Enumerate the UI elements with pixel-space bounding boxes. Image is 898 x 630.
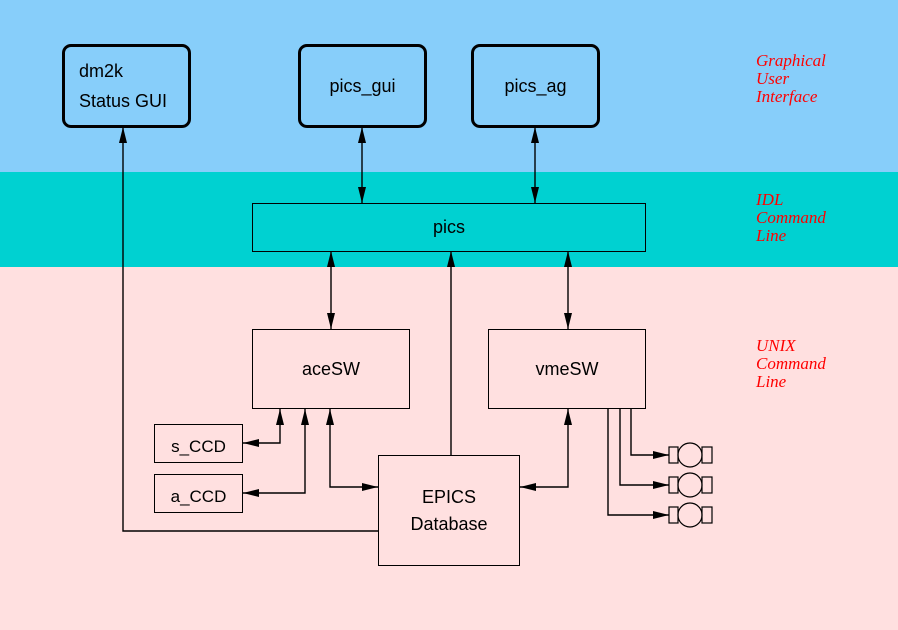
layer-label-unix: UNIX Command Line — [756, 336, 826, 391]
connector-vmesw-epics — [520, 409, 572, 491]
a-ccd-node: a_CCD — [154, 474, 243, 513]
vmesw-node: vmeSW — [488, 329, 646, 409]
connector-acesw-epics — [326, 409, 378, 491]
unix-layer-band — [0, 267, 898, 630]
connector-epics-dm2k — [119, 127, 378, 532]
connector-vmesw-motor-3 — [607, 409, 669, 519]
dm2k-status-gui-node: dm2k Status GUI — [62, 44, 191, 128]
a-ccd-label: a_CCD — [170, 487, 227, 507]
acesw-label: aceSW — [301, 358, 361, 379]
layer-label-gui: Graphical User Interface — [756, 51, 826, 106]
pics-ag-label: pics_ag — [504, 75, 567, 96]
s-ccd-label: s_CCD — [171, 437, 226, 457]
connector-vmesw-motor-2 — [619, 409, 669, 489]
connector-acesw-accd — [243, 409, 309, 497]
connector-acesw-sccd — [243, 409, 284, 447]
motor-icon — [668, 502, 713, 528]
motor-icon — [668, 472, 713, 498]
acesw-node: aceSW — [252, 329, 410, 409]
vmesw-label: vmeSW — [535, 358, 599, 379]
epics-database-node: EPICS Database — [378, 455, 520, 566]
motor-icon — [668, 442, 713, 468]
status-gui-label: Status GUI — [79, 91, 168, 111]
dm2k-label: dm2k — [79, 61, 124, 81]
gui-layer-band — [0, 0, 898, 172]
s-ccd-node: s_CCD — [154, 424, 243, 463]
connector-vmesw-motor-1 — [630, 409, 669, 459]
pics-ag-node: pics_ag — [471, 44, 600, 128]
database-label: Database — [410, 513, 488, 534]
pics-node: pics — [252, 203, 646, 252]
epics-label: EPICS — [421, 486, 477, 507]
pics-label: pics — [432, 217, 465, 238]
pics-gui-node: pics_gui — [298, 44, 427, 128]
layer-label-idl: IDL Command Line — [756, 190, 826, 245]
pics-gui-label: pics_gui — [329, 75, 396, 96]
